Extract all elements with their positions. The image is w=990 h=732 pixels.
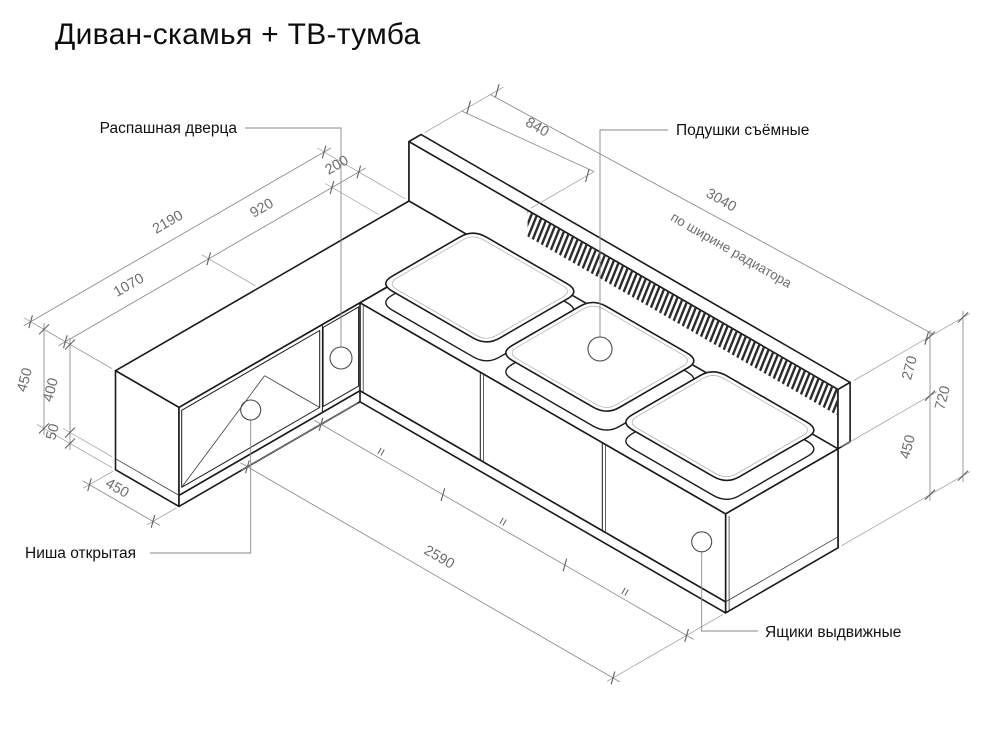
dimension-line [461,110,595,172]
tick-mark [440,488,446,502]
dimension-line [58,167,366,347]
dim-stand-carcass: 400 [40,376,62,404]
radiator-grille-hatch [527,210,838,416]
tick-mark [318,417,324,431]
tick-mark [924,331,929,345]
cushion-2-seam [511,305,688,408]
extension-line [530,171,594,209]
niche-bottom-edge [264,375,320,408]
tick-mark [329,180,335,195]
tick-mark [64,438,76,449]
extension-line [201,254,256,287]
tick-mark [466,100,472,114]
tv-stand-end-plinth-line [115,458,180,496]
seat-cushions [384,232,815,501]
hinged-door-panel[interactable] [322,306,360,408]
tick-mark [64,427,76,438]
tick-mark [957,312,969,323]
tick-mark [206,252,212,266]
tick-mark [684,628,689,642]
dimension-line [490,94,934,335]
tick-mark [610,671,616,685]
dim-stand-height: 450 [14,366,36,394]
dim-seat-height: 450 [897,433,919,461]
dimension-line [313,419,694,640]
dim-height-total: 720 [932,384,954,412]
tick-mark [924,331,936,342]
cushion-1-top [384,232,575,343]
dimension-geometry [23,84,971,685]
label-drawers: Ящики выдвижные [765,624,901,641]
tick-mark [584,169,590,183]
extension-line [62,428,113,458]
tick-mark [321,145,327,159]
drawers-marker [691,531,713,553]
extension-line [317,147,406,200]
tick-mark [494,84,500,98]
drawers-leader [701,552,758,632]
tick-mark [356,165,362,179]
back-panel-right-end [837,381,851,450]
tick-mark [64,339,76,350]
bench-end-plinth-line [725,536,839,603]
cushion-3-top [625,370,815,482]
tick-mark [28,315,33,329]
niche-leader [150,420,252,554]
extension-line [83,470,114,489]
label-cushions: Подушки съёмные [676,122,809,139]
label-niche: Ниша открытая [25,545,136,562]
extension-line [146,507,177,526]
tick-mark [150,514,156,528]
page-title: Диван-скамья + ТВ-тумба [55,18,421,51]
niche-inner-edge [181,375,265,488]
bench-plinth [359,390,727,614]
cushion-2-top [505,301,695,412]
extension-line [841,471,971,547]
annotation-labels: Распашная дверца Подушки съёмные Ниша от… [25,120,901,641]
door-marker [329,346,353,370]
tick-mark [38,324,50,335]
cushion-1-seam [391,236,568,339]
tick-mark [924,489,936,501]
dim-backrest: 270 [899,354,921,382]
cushions-leader [599,129,668,337]
door-leader [245,127,342,347]
dim-stand-plinth: 50 [43,422,63,442]
extension-line [606,614,724,682]
extension-line [424,86,504,133]
tick-mark [924,390,936,402]
extension-line [36,424,113,469]
tick-mark [957,470,969,481]
cushions-marker [587,336,613,362]
extension-line [241,402,358,471]
tick-mark [87,478,92,492]
tick-mark [245,460,250,474]
extension-line [324,183,379,215]
tick-mark [562,558,568,572]
dimension-line [23,147,332,327]
label-door: Распашная дверца [100,120,238,137]
leaders [150,127,758,632]
extension-line [36,325,112,369]
tick-mark [62,335,68,349]
tick-mark [38,423,50,434]
dimension-line [82,480,161,526]
niche-marker [240,399,262,421]
dimension-line [240,462,621,683]
extension-line [853,313,971,381]
extension-line [841,391,938,448]
cushion-3-seam [631,375,808,478]
